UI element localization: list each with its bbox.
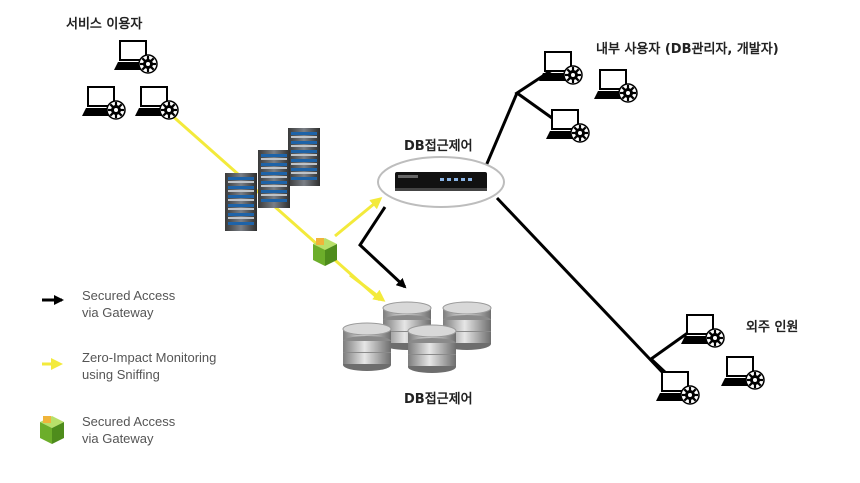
service-user-laptop-icon — [133, 85, 180, 121]
external-user-laptop-icon — [679, 313, 726, 349]
green-cube-icon — [313, 238, 337, 266]
external-user-laptop-icon — [654, 370, 701, 406]
legend-line2: using Sniffing — [82, 367, 160, 382]
gateway-to-db-arrow — [358, 206, 407, 289]
external-user-laptop-icon — [719, 355, 766, 391]
legend-line2: via Gateway — [82, 305, 154, 320]
service-user-laptop-icon — [80, 85, 127, 121]
sniff-arrow-to-gateway — [334, 197, 383, 238]
legend-line1: Zero-Impact Monitoring — [82, 350, 217, 365]
legend-line1: Secured Access — [82, 414, 176, 429]
legend-item-secured-access: Secured Access via Gateway — [82, 287, 175, 321]
internal-users-label: 내부 사용자 (DB관리자, 개발자) — [596, 42, 779, 57]
legend-item-gateway-sensor: Secured Access via Gateway — [82, 413, 175, 447]
gateway-label: DB접근제어 — [404, 139, 473, 154]
service-user-laptop-icon — [112, 39, 159, 75]
connection-lines — [478, 68, 690, 376]
internal-user-laptop-icon — [592, 68, 639, 104]
web-server-icon — [225, 128, 320, 231]
service-users-label: 서비스 이용자 — [66, 17, 143, 32]
sniff-arrow-to-db — [349, 273, 386, 302]
database-label: DB접근제어 — [404, 392, 473, 407]
legend-line1: Secured Access — [82, 288, 176, 303]
internal-user-laptop-icon — [544, 108, 591, 144]
internal-user-laptop-icon — [537, 50, 584, 86]
gateway-appliance-icon — [395, 172, 487, 191]
database-cluster-icon — [342, 301, 492, 374]
external-users-label: 외주 인원 — [746, 320, 799, 335]
legend-line2: via Gateway — [82, 431, 154, 446]
legend-item-zero-impact: Zero-Impact Monitoring using Sniffing — [82, 349, 216, 383]
green-cube-icon — [40, 416, 64, 444]
